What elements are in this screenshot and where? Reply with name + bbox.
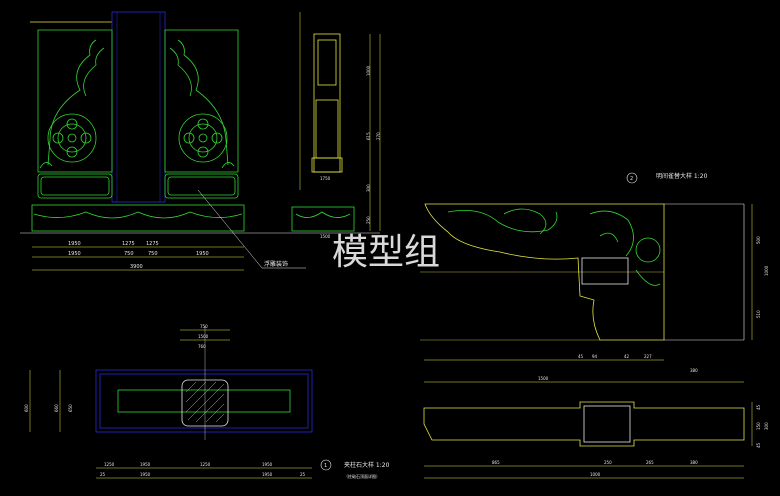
- plan-dim-b7: 1950: [262, 472, 273, 477]
- plan-dim-b2: 1950: [140, 462, 151, 467]
- front-dim-total: 3900: [130, 264, 143, 270]
- plan2-dim-2: 250: [604, 460, 612, 465]
- plan-dim-b6: 1950: [140, 472, 151, 477]
- plan2-dim-r1: 45: [756, 404, 761, 410]
- plan2-dim-r4: 300: [764, 422, 769, 430]
- plan-dim-l1: 600: [24, 404, 29, 412]
- detail-title: 明间雀替大样 1:20: [656, 172, 708, 180]
- front-dim-1: 1950: [68, 241, 81, 247]
- plan2-dim-5: 1000: [590, 472, 601, 477]
- detail-dim-r3: 510: [756, 310, 761, 318]
- plan-dim-top2: 1500: [198, 334, 209, 339]
- side-dim-5: 250: [366, 216, 371, 224]
- side-dim-6: 1750: [320, 176, 331, 181]
- front-view-label: 浮雕装饰: [264, 260, 288, 268]
- side-dim-1: 1000: [366, 65, 371, 76]
- plan-number-circle: [320, 459, 332, 471]
- detail-dim-b2: 94: [592, 354, 598, 359]
- front-dim-2: 1275: [122, 241, 135, 247]
- watermark-text: 模型组: [332, 232, 440, 273]
- front-elevation: [20, 11, 380, 271]
- detail-number-circle: [626, 172, 638, 184]
- plan-dim-b8: 25: [300, 472, 306, 477]
- bracket-detail-plan: [423, 401, 753, 479]
- front-dim-7: 1950: [196, 251, 209, 257]
- side-elevation: [291, 33, 381, 232]
- front-dim-5: 750: [124, 251, 134, 257]
- plan2-dim-r3: 45: [756, 442, 761, 448]
- side-dim-7: 1500: [320, 234, 331, 239]
- side-dim-4: 300: [366, 184, 371, 192]
- plan-title: 夹柱石大样 1:20: [344, 461, 390, 469]
- plan2-dim-3: 265: [646, 460, 654, 465]
- plan-subtitle: （柱础石顶面详图）: [344, 473, 380, 479]
- front-dim-4: 1950: [68, 251, 81, 257]
- plan2-dim-1: 865: [492, 460, 500, 465]
- plan-dim-b5: 25: [100, 472, 106, 477]
- plan-number: 1: [324, 463, 327, 469]
- detail-number: 2: [630, 176, 633, 182]
- front-dim-3: 1275: [146, 241, 159, 247]
- front-dim-6: 750: [148, 251, 158, 257]
- detail-dim-r2: 1000: [764, 265, 769, 276]
- detail-dim-b3: 42: [624, 354, 630, 359]
- plan-dim-l3: 650: [68, 404, 73, 412]
- detail-dim-b4: 227: [644, 354, 652, 359]
- plan-dim-b4: 1950: [262, 462, 273, 467]
- detail-dim-r1: 500: [756, 236, 761, 244]
- plan-dim-top1: 750: [200, 324, 208, 329]
- plan-dim-top3: 760: [198, 344, 206, 349]
- plan-dim-b3: 1250: [200, 462, 211, 467]
- side-dim-2: 615: [366, 132, 371, 140]
- plinth-plan: [29, 326, 313, 479]
- plan-dim-b1: 1250: [104, 462, 115, 467]
- detail-dim-b5: 380: [690, 368, 698, 373]
- plan-dim-l2: 660: [54, 404, 59, 412]
- side-dim-3: 270: [376, 132, 381, 140]
- detail-dim-b6: 1500: [538, 376, 549, 381]
- bracket-detail-elevation: [420, 203, 753, 383]
- plan2-dim-r2: 150: [756, 422, 761, 430]
- detail-dim-b1: 45: [578, 354, 584, 359]
- plan2-dim-4: 380: [690, 460, 698, 465]
